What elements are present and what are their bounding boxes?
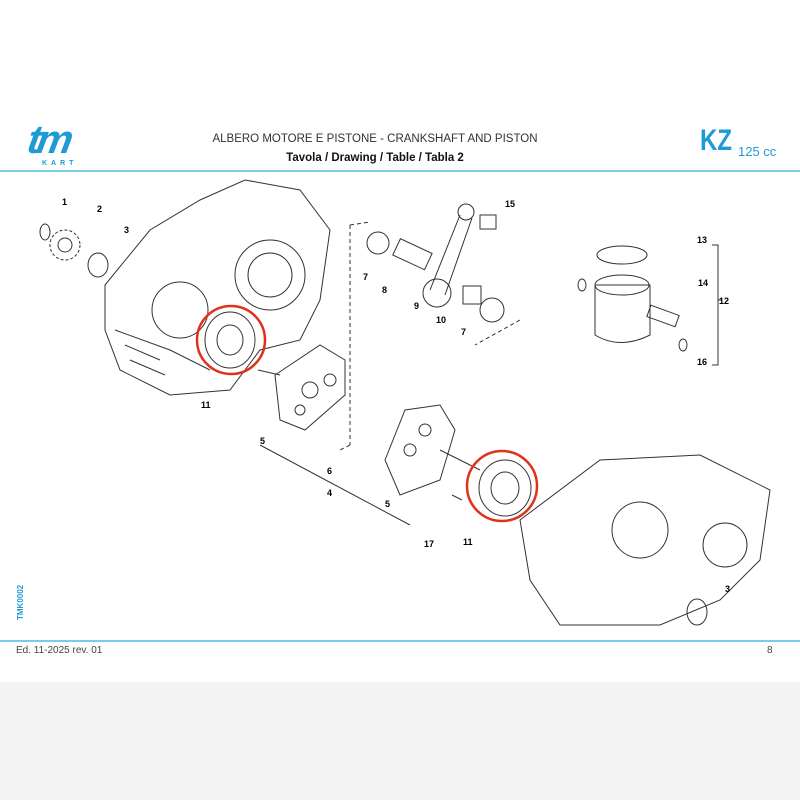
circlip-1 <box>39 223 51 241</box>
left-crankcase <box>104 179 331 396</box>
document-code: TMK0002 <box>16 584 25 620</box>
circlip-16 <box>577 278 587 292</box>
exploded-parts-diagram: 1 2 3 11 5 6 4 15 7 8 9 10 7 13 14 12 16… <box>39 179 771 626</box>
crank-pin-8 <box>392 237 433 271</box>
callout: 4 <box>327 488 332 498</box>
callout: 5 <box>385 499 390 509</box>
gear-2 <box>49 229 81 261</box>
drawing-number: Tavola / Drawing / Table / Tabla 2 <box>286 152 464 164</box>
right-crankcase <box>519 454 771 626</box>
thrust-washer-7b <box>479 297 505 323</box>
callout: 11 <box>201 400 211 410</box>
callout: 16 <box>697 357 707 367</box>
callout: 7 <box>461 327 466 337</box>
callout: 3 <box>124 225 129 235</box>
piston-ring-13 <box>596 245 648 265</box>
callout: 8 <box>382 285 387 295</box>
page-title: ALBERO MOTORE E PISTONE - CRANKSHAFT AND… <box>212 133 538 145</box>
page-bottom-margin <box>0 682 800 800</box>
model-displacement: 125 cc <box>738 144 777 159</box>
edition-label: Ed. 11-2025 rev. 01 <box>16 645 103 656</box>
callout: 3 <box>725 584 730 594</box>
highlight-circle-left <box>195 304 267 376</box>
callout: 5 <box>260 436 265 446</box>
callout: 14 <box>698 278 708 288</box>
bearing-11b <box>478 459 532 517</box>
piston-12 <box>594 284 651 343</box>
needle-bearing-10 <box>462 285 482 305</box>
callout: 9 <box>414 301 419 311</box>
model-name: KZ <box>700 124 732 157</box>
page-number: 8 <box>767 645 773 656</box>
highlight-circle-right <box>465 449 539 523</box>
callout: 1 <box>62 197 67 207</box>
small-end-bearing-15 <box>479 214 497 230</box>
callout: 12 <box>719 296 729 306</box>
oil-seal-3b <box>686 598 708 626</box>
callout: 2 <box>97 204 102 214</box>
bearing-11 <box>204 311 256 369</box>
callout: 6 <box>327 466 332 476</box>
connecting-rod-9 <box>429 214 473 296</box>
oil-seal-3 <box>87 252 109 278</box>
callout: 7 <box>363 272 368 282</box>
piston-pin-14 <box>646 304 680 328</box>
header-divider <box>0 170 800 172</box>
callout: 13 <box>697 235 707 245</box>
crank-flywheel-5b <box>384 404 456 496</box>
brand-logo-subtitle: KART <box>42 160 78 167</box>
callout: 10 <box>436 315 446 325</box>
callout: 17 <box>424 539 434 549</box>
footer-divider <box>0 640 800 642</box>
callout: 15 <box>505 199 515 209</box>
thrust-washer-7 <box>366 231 390 255</box>
callout: 11 <box>463 537 473 547</box>
crank-flywheel-5 <box>274 344 346 431</box>
